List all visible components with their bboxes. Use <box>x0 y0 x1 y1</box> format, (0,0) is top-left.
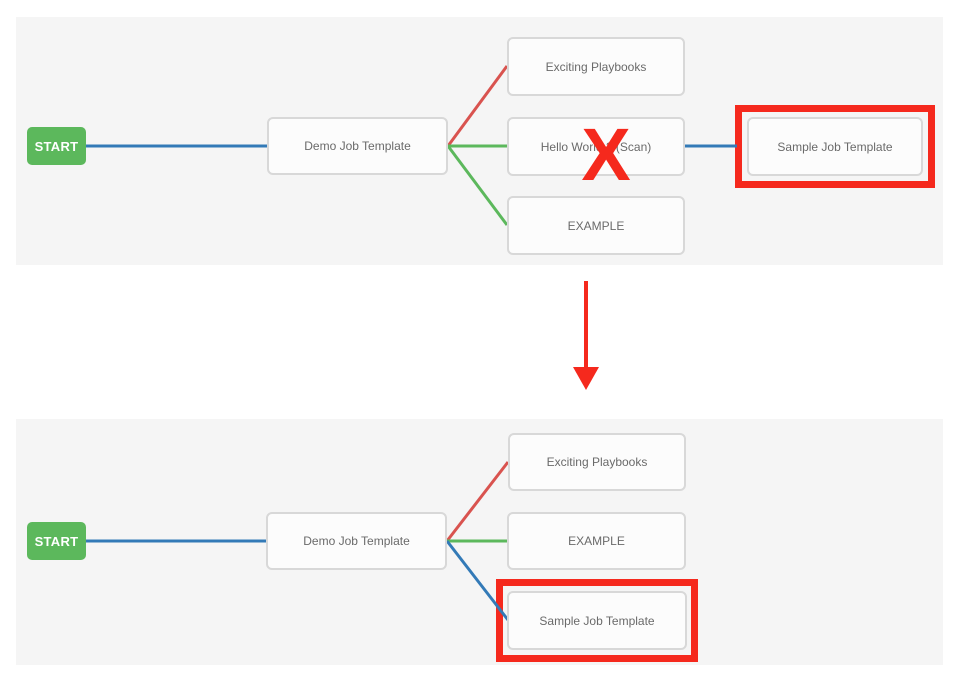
node-demo-job-template-before[interactable]: Demo Job Template <box>267 117 448 175</box>
workflow-panel-before: START Demo Job Template Exciting Playboo… <box>16 17 943 265</box>
start-node-after[interactable]: START <box>27 522 86 560</box>
node-label: Sample Job Template <box>777 139 893 154</box>
node-sample-job-template-before[interactable]: Sample Job Template <box>747 117 923 176</box>
edge-demo-to-example <box>446 145 509 226</box>
start-node-before[interactable]: START <box>27 127 86 165</box>
node-label: EXAMPLE <box>568 534 625 548</box>
node-example-before[interactable]: EXAMPLE <box>507 196 685 255</box>
workflow-edges-after <box>86 461 510 621</box>
edge-demo-to-sample <box>445 540 510 621</box>
node-label: EXAMPLE <box>567 218 625 233</box>
transition-down-arrow <box>573 281 599 390</box>
node-label: Sample Job Template <box>539 613 655 628</box>
node-example-after[interactable]: EXAMPLE <box>507 512 686 570</box>
sample-node-highlight-after <box>496 579 698 662</box>
node-label: Demo Job Template <box>304 139 411 153</box>
node-exciting-playbooks-after[interactable]: Exciting Playbooks <box>508 433 686 491</box>
start-label: START <box>34 138 79 154</box>
edge-demo-to-exciting <box>446 65 509 147</box>
node-label: Demo Job Template <box>303 534 410 548</box>
start-label: START <box>34 533 79 549</box>
edge-demo-to-exciting <box>445 461 510 542</box>
node-label: Exciting Playbooks <box>545 59 647 74</box>
node-demo-job-template-after[interactable]: Demo Job Template <box>266 512 447 570</box>
node-exciting-playbooks-before[interactable]: Exciting Playbooks <box>507 37 685 96</box>
arrow-head <box>573 367 599 390</box>
sample-node-highlight-before <box>735 105 935 188</box>
node-label: Hello World 2 (Scan) <box>540 139 652 154</box>
node-hello-world-2-scan[interactable]: Hello World 2 (Scan) <box>507 117 685 176</box>
workflow-edges-before <box>86 65 737 226</box>
node-sample-job-template-after[interactable]: Sample Job Template <box>507 591 687 650</box>
workflow-panel-after: START Demo Job Template Exciting Playboo… <box>16 419 943 665</box>
node-label: Exciting Playbooks <box>546 455 648 469</box>
